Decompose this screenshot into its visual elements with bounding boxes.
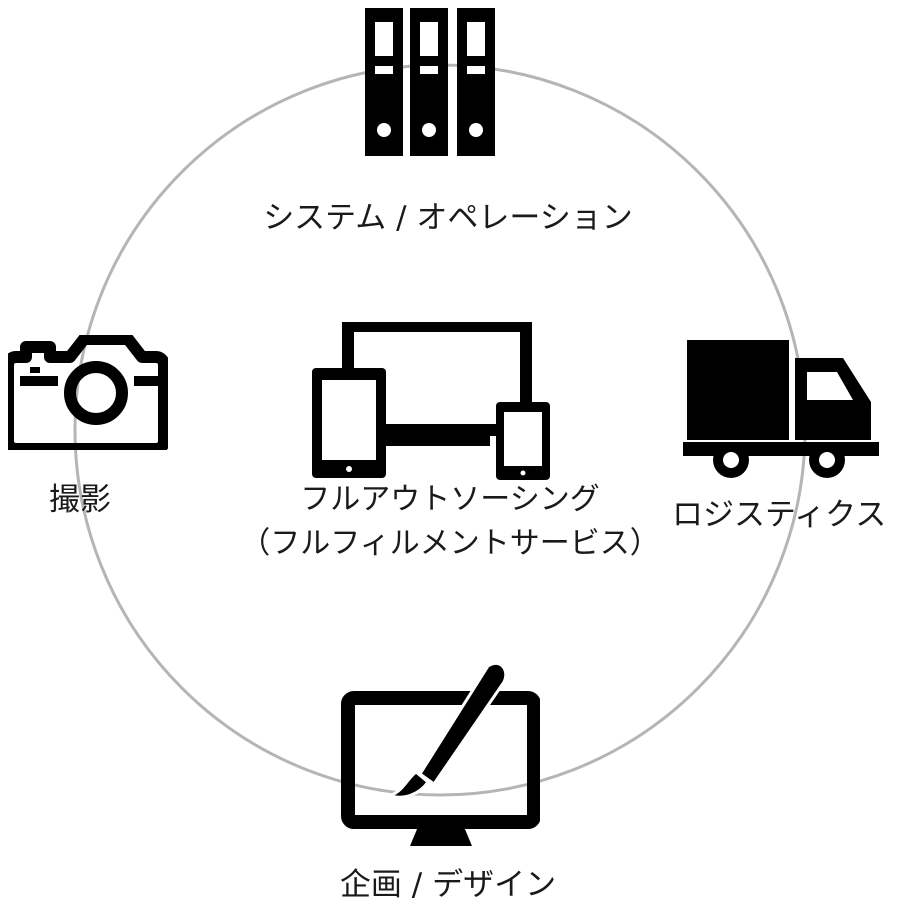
monitor-brush-icon — [341, 662, 540, 846]
truck-icon — [683, 340, 879, 478]
node-label-photography: 撮影 — [49, 482, 111, 518]
center-label-line2: （フルフィルメントサービス） — [240, 526, 660, 561]
center-label-line1: フルアウトソーシング — [300, 482, 600, 517]
node-label-planning-design: 企画 / デザイン — [339, 867, 557, 903]
multi-device-icon — [312, 322, 550, 480]
center-label: フルアウトソーシング （フルフィルメントサービス） — [200, 478, 700, 566]
node-label-logistics: ロジスティクス — [672, 497, 887, 533]
camera-icon — [8, 335, 168, 450]
node-label-system-operation: システム / オペレーション — [263, 200, 633, 236]
binders-icon — [365, 8, 495, 156]
